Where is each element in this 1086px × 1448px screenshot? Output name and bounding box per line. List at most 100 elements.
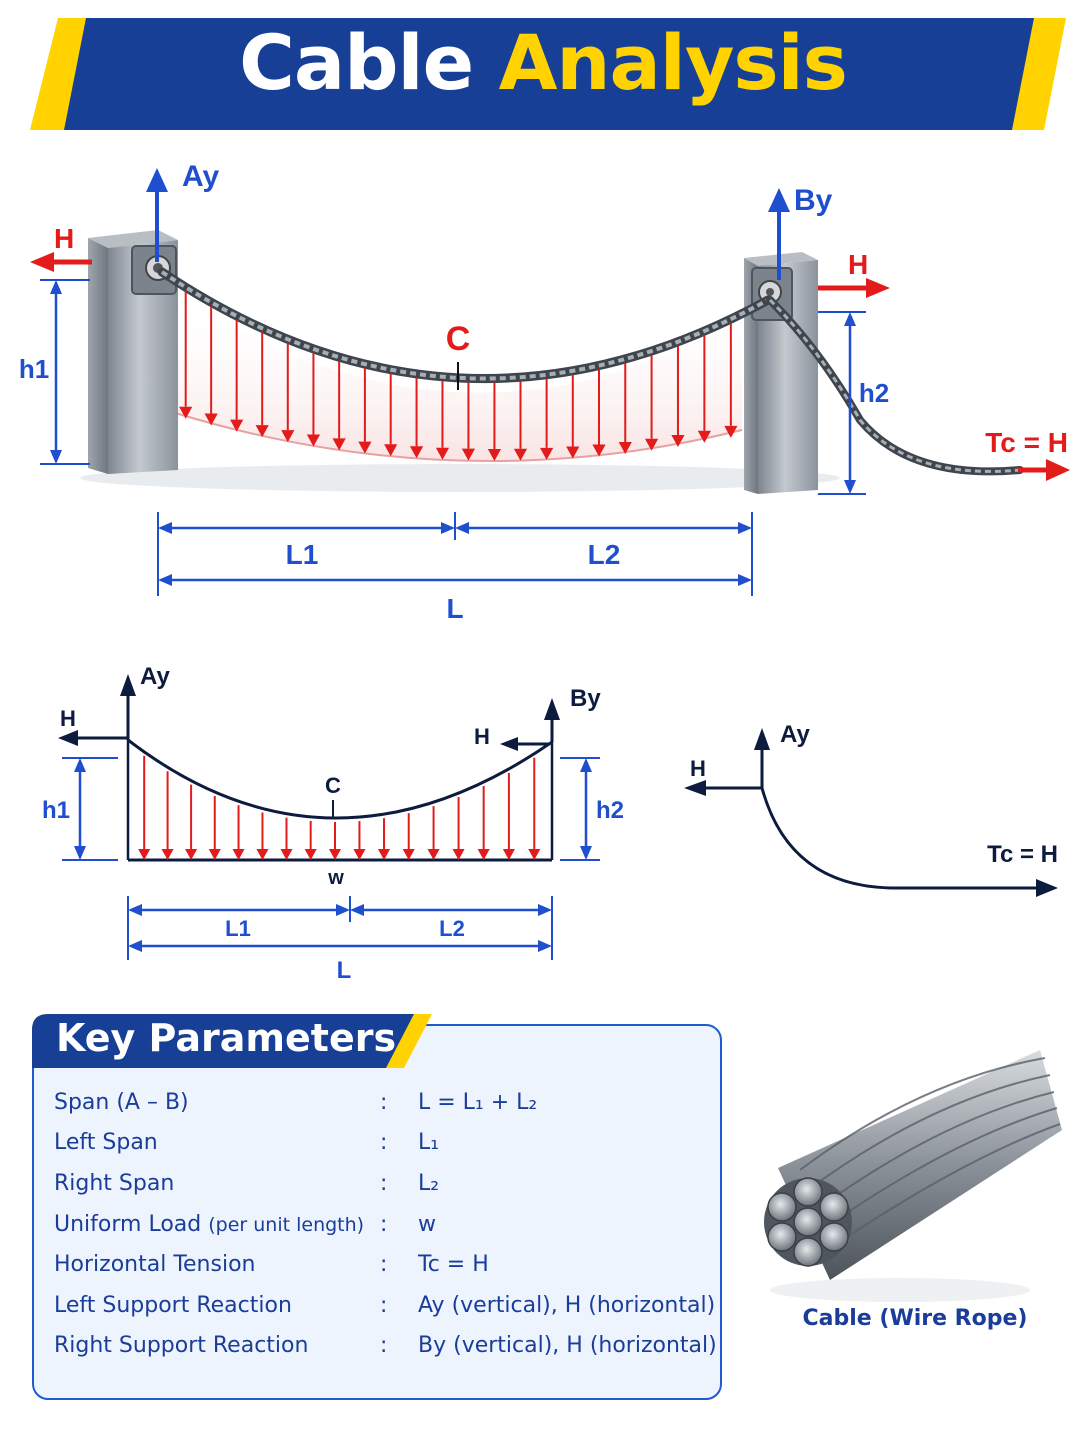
load-arrow-head — [461, 448, 476, 461]
mid-c-label: C — [325, 773, 341, 798]
load-arrow-head — [232, 849, 245, 860]
load-arrow-head — [618, 441, 632, 454]
by-label: By — [794, 184, 833, 217]
load-arrow-head — [353, 849, 366, 860]
fbd-h-arrow-head — [684, 780, 706, 796]
param-colon: : — [380, 1212, 388, 1237]
load-arrow-head — [528, 849, 541, 860]
fbd-tc-arrow-head — [1036, 879, 1058, 897]
load-arrow-head — [671, 435, 685, 448]
mid-cable — [127, 738, 553, 820]
param-colon: : — [380, 1293, 388, 1318]
h-left-arrow-head — [30, 252, 54, 272]
by-arrow-head — [768, 188, 790, 212]
load-arrow-head — [306, 434, 321, 447]
mid-ay-arrow-head — [120, 674, 136, 696]
load-arrow-head — [255, 425, 269, 438]
load-arrow-head — [328, 849, 342, 860]
mid-l2-label: L2 — [439, 916, 465, 941]
mid-load-arrows — [138, 755, 541, 860]
param-name: Right Span — [54, 1171, 175, 1196]
param-row-left-reaction: Left Support Reaction : Ay (vertical), H… — [54, 1293, 716, 1329]
load-baseline — [171, 411, 743, 463]
load-arrow-head — [540, 447, 554, 460]
load-arrow-head — [409, 446, 424, 459]
param-value: By (vertical), H (horizontal) — [418, 1333, 717, 1358]
mid-h-right-arrow-head — [500, 737, 518, 751]
mid-h-left-label: H — [60, 706, 76, 731]
load-arrow-head — [256, 849, 269, 860]
mid-l1-label: L1 — [225, 916, 251, 941]
param-row-uniform-load: Uniform Load (per unit length) : w — [54, 1212, 714, 1248]
load-arrow-head — [402, 849, 415, 860]
param-row-left-span: Left Span : L₁ — [54, 1130, 714, 1166]
load-arrow-head — [185, 849, 198, 860]
param-name: Horizontal Tension — [54, 1252, 256, 1277]
load-arrow-head — [332, 438, 346, 451]
param-row-span: Span (A – B) : L = L₁ + L₂ — [54, 1090, 714, 1126]
load-arrow-head — [502, 849, 515, 860]
param-note: (per unit length) — [208, 1214, 365, 1236]
param-colon: : — [380, 1333, 388, 1358]
mid-h1-dimension: h1 — [42, 757, 118, 861]
param-row-horizontal-tension: Horizontal Tension : Tc = H — [54, 1252, 714, 1288]
param-name: Span (A – B) — [54, 1090, 189, 1115]
mid-diagram: C w Ay H By H h1 — [42, 663, 624, 984]
key-parameters-header — [32, 1014, 432, 1068]
load-arrow-head — [280, 849, 293, 860]
h2-dimension: h2 — [818, 311, 889, 495]
param-value: L = L₁ + L₂ — [418, 1090, 538, 1115]
wire-rope-illustration — [764, 1050, 1062, 1302]
ay-arrow-head — [146, 168, 168, 192]
h2-label: h2 — [859, 378, 889, 408]
h-left-label: H — [54, 223, 74, 254]
load-arrow-head — [204, 413, 218, 426]
title-banner — [30, 18, 1066, 130]
mid-h2-label: h2 — [596, 797, 624, 824]
param-name: Right Support Reaction — [54, 1333, 309, 1358]
mid-h1-label: h1 — [42, 797, 70, 824]
mid-h-left-arrow-head — [58, 730, 78, 746]
param-name: Left Span — [54, 1130, 158, 1155]
fbd-ay-arrow-head — [754, 728, 770, 750]
load-arrow-head — [377, 849, 391, 860]
load-arrow-head — [477, 849, 490, 860]
top-load-arrows — [179, 291, 738, 462]
load-arrow-head — [358, 441, 372, 454]
mid-by-label: By — [570, 685, 601, 712]
fbd-ay-label: Ay — [780, 721, 810, 748]
back-cable-strands — [768, 298, 1021, 473]
param-value: Ay (vertical), H (horizontal) — [418, 1293, 716, 1318]
load-arrow-head — [452, 849, 465, 860]
load-arrow-head — [161, 849, 174, 860]
h-right-arrow-head — [866, 278, 890, 298]
h1-label: h1 — [19, 354, 49, 384]
load-arrow-head — [179, 406, 193, 419]
point-c-label: C — [446, 320, 471, 358]
page-title: Cable Analysis — [0, 18, 1086, 107]
left-post — [88, 230, 178, 474]
param-colon: : — [380, 1171, 388, 1196]
param-colon: : — [380, 1090, 388, 1115]
mid-l-label: L — [337, 957, 352, 984]
param-name: Uniform Load (per unit length) — [54, 1212, 365, 1237]
ay-label: Ay — [182, 160, 220, 193]
param-value: w — [418, 1212, 436, 1237]
l1-label: L1 — [286, 539, 319, 570]
mid-w-label: w — [327, 867, 344, 889]
load-arrow-head — [566, 446, 580, 459]
key-parameters-panel — [32, 1024, 722, 1400]
load-arrow-head — [487, 449, 502, 462]
load-arrow-head — [513, 448, 528, 461]
mid-ay-label: Ay — [140, 663, 170, 690]
top-diagram: C Ay By H H Tc = H h1 — [19, 160, 1070, 624]
tc-label: Tc = H — [985, 427, 1068, 458]
load-arrow-head — [435, 447, 450, 460]
main-cable-strands — [160, 270, 769, 381]
fbd-tc-label: Tc = H — [987, 841, 1058, 868]
l2-label: L2 — [588, 539, 621, 570]
param-colon: : — [380, 1252, 388, 1277]
param-value: L₁ — [418, 1130, 440, 1155]
l-label: L — [446, 593, 463, 624]
